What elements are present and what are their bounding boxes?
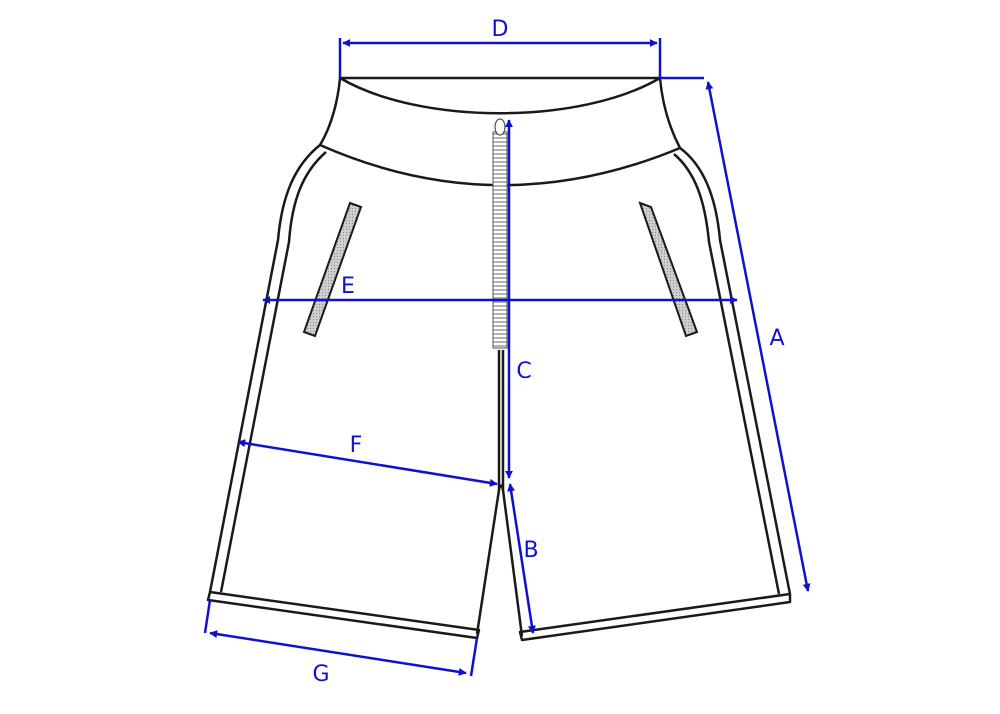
- dimension-line-g: [209, 630, 467, 676]
- right-hem: [518, 592, 792, 642]
- zipper: [492, 118, 508, 349]
- dimension-line-a: [705, 81, 811, 592]
- left-pocket: [302, 201, 363, 338]
- label-a: A: [769, 326, 784, 351]
- left-side-seam-inner: [219, 151, 327, 593]
- label-f: F: [350, 433, 363, 458]
- label-g: G: [312, 662, 329, 687]
- right-pocket: [638, 201, 699, 338]
- waistband-inner-curve: [339, 76, 661, 115]
- extension-g-right: [469, 637, 479, 677]
- label-b: B: [523, 538, 538, 563]
- right-inseam: [501, 489, 524, 637]
- dimension-line-b: [507, 483, 536, 634]
- right-side-seam-inner: [673, 153, 781, 595]
- label-e: E: [341, 274, 355, 299]
- label-d: D: [492, 17, 509, 42]
- dimension-line-f: [237, 439, 498, 487]
- left-inseam: [475, 489, 501, 635]
- zipper-pull: [494, 118, 506, 136]
- left-side-seam-outer: [208, 144, 321, 593]
- left-hem: [206, 590, 481, 640]
- extension-g-left: [203, 599, 212, 634]
- label-c: C: [516, 359, 531, 384]
